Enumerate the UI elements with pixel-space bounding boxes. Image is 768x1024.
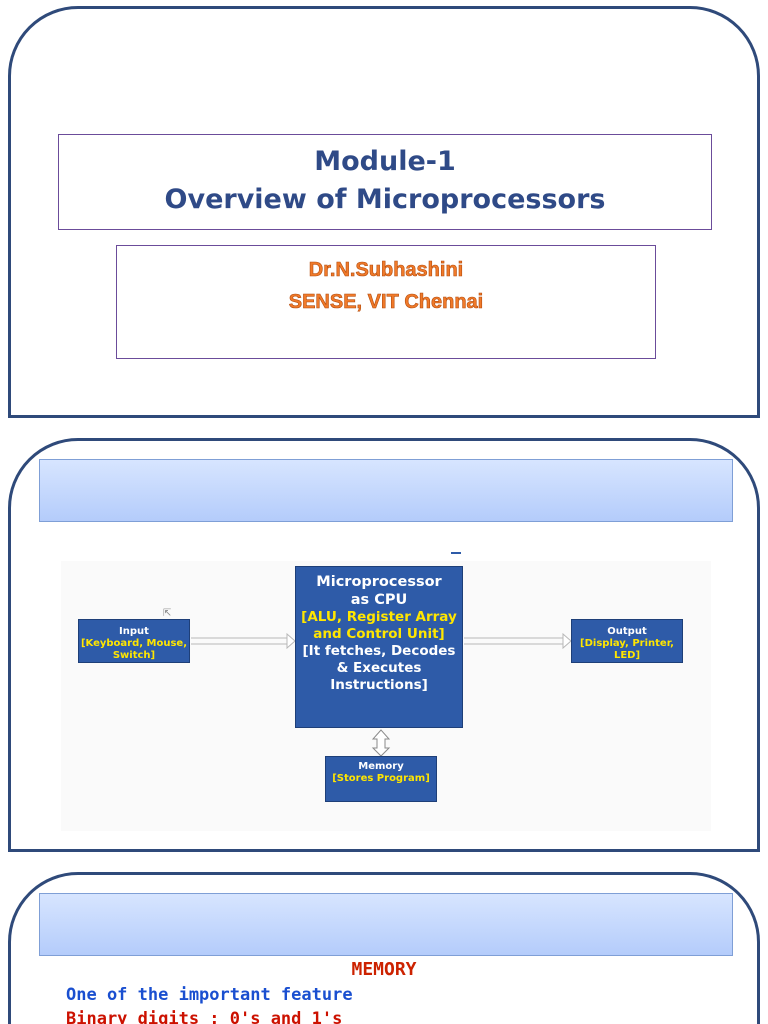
title-box: Module-1 Overview of Microprocessors: [58, 134, 712, 230]
module-title: Module-1: [314, 146, 456, 177]
author-affiliation: SENSE, VIT Chennai: [288, 291, 484, 314]
dash-mark: [451, 552, 461, 554]
slide-header-band: [39, 893, 733, 956]
connector-arrows: [191, 632, 572, 757]
memory-title: Memory: [358, 761, 404, 772]
cpu-block: Microprocessor as CPU [ALU, Register Arr…: [295, 566, 463, 728]
slide-header-band: [39, 459, 733, 522]
memory-slide: MEMORY One of the important feature Bina…: [8, 872, 760, 1024]
cpu-units: [ALU, Register Array and Control Unit]: [301, 609, 457, 642]
author-box: Dr.N.Subhashini SENSE, VIT Chennai: [116, 245, 656, 359]
memory-block: Memory [Stores Program]: [325, 756, 437, 802]
output-detail: [Display, Printer, LED]: [580, 638, 674, 661]
cpu-title-line1: Microprocessor: [316, 574, 442, 590]
output-block: Output [Display, Printer, LED]: [571, 619, 683, 663]
input-detail: [Keyboard, Mouse, Switch]: [80, 638, 188, 661]
cpu-title-line2: as CPU: [350, 592, 408, 608]
memory-detail: [Stores Program]: [332, 773, 430, 784]
title-slide: Module-1 Overview of Microprocessors Dr.…: [8, 6, 760, 418]
input-block: Input [Keyboard, Mouse, Switch]: [78, 619, 190, 663]
memory-heading: MEMORY: [351, 959, 417, 980]
course-title: Overview of Microprocessors: [164, 184, 606, 215]
block-diagram-slide: ⇱ Input [Keyboard, Mouse, Switch] Microp…: [8, 438, 760, 852]
cpu-memory-bidirectional-arrow: [371, 729, 391, 757]
input-title: Input: [119, 626, 149, 637]
author-name: Dr.N.Subhashini: [308, 259, 464, 282]
memory-point-1: One of the important feature: [66, 985, 353, 1005]
mouse-pointer-icon: ⇱: [163, 608, 172, 619]
input-to-cpu-arrow: [191, 632, 296, 650]
memory-point-2: Binary digits : 0's and 1's: [66, 1009, 343, 1024]
cpu-function: [It fetches, Decodes & Executes Instruct…: [302, 643, 456, 693]
cpu-to-output-arrow: [464, 632, 572, 650]
output-title: Output: [607, 626, 647, 637]
